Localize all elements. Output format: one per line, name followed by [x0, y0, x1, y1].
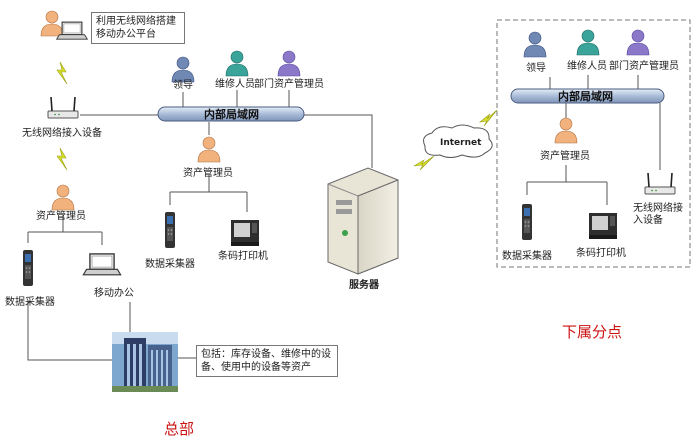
branch-scanner-icon: [522, 204, 532, 240]
asset-admin-left-label: 资产管理员: [36, 211, 86, 222]
branch-title: 下属分点: [562, 323, 623, 341]
scanner-icon: [23, 250, 33, 286]
center-admin-label: 资产管理员: [183, 168, 233, 179]
leader-label: 领导: [173, 80, 193, 91]
leader-icon: [171, 56, 195, 83]
center-admin-icon: [197, 136, 221, 163]
maintenance-label: 维修人员: [215, 79, 255, 90]
server-label: 服务器: [349, 280, 379, 291]
laptop-icon: [82, 253, 122, 276]
connection-lines: [27, 75, 661, 361]
branch-wireless-label: 无线网络接入设备: [633, 203, 683, 226]
branch-admin-icon: [554, 117, 578, 144]
branch-dept-admin-icon: [626, 29, 650, 56]
branch-printer-icon: [589, 213, 617, 239]
branch-admin-label: 资产管理员: [540, 151, 590, 162]
branch-maintenance-icon: [576, 29, 600, 56]
hq-lan-label: 内部局域网: [204, 108, 259, 121]
maintenance-icon: [225, 50, 249, 77]
branch-data-collector-label: 数据采集器: [502, 251, 552, 262]
center-scanner-icon: [165, 212, 175, 248]
asset-admin-icon: [51, 184, 75, 211]
hq-lan-bus: [157, 106, 305, 122]
dept-admin-icon: [277, 50, 301, 77]
branch-lan-label: 内部局域网: [558, 90, 613, 103]
mobile-user-icon: [40, 10, 88, 40]
server-icon: [327, 167, 399, 275]
branch-router-icon: [644, 172, 676, 195]
branch-leader-icon: [523, 31, 547, 58]
hq-title: 总部: [164, 420, 195, 438]
branch-boundary: [496, 19, 691, 268]
branch-dept-admin-label: 部门资产管理员: [609, 61, 679, 72]
branch-maintenance-label: 维修人员: [567, 61, 607, 72]
wireless-bolts: [56, 61, 498, 171]
barcode-printer-label: 条码打印机: [218, 251, 268, 262]
building-image: [112, 332, 178, 392]
mobile-office-label: 移动办公: [94, 288, 134, 299]
center-printer-icon: [231, 220, 259, 246]
branch-lan-bus: [510, 88, 665, 104]
internet-cloud-icon: [423, 124, 493, 158]
internet-label: Internet: [440, 138, 482, 148]
branch-leader-label: 领导: [526, 63, 546, 74]
dept-admin-label: 部门资产管理员: [254, 79, 324, 90]
branch-barcode-printer-label: 条码打印机: [576, 248, 626, 259]
router-icon: [47, 96, 79, 119]
wireless-device-label: 无线网络接入设备: [22, 128, 102, 139]
data-collector-left-label: 数据采集器: [5, 297, 55, 308]
building-note: 包括：库存设备、维修中的设备、使用中的设备等资产: [196, 345, 338, 377]
center-data-collector-label: 数据采集器: [145, 259, 195, 270]
mobile-platform-note: 利用无线网络搭建移动办公平台: [91, 12, 185, 44]
